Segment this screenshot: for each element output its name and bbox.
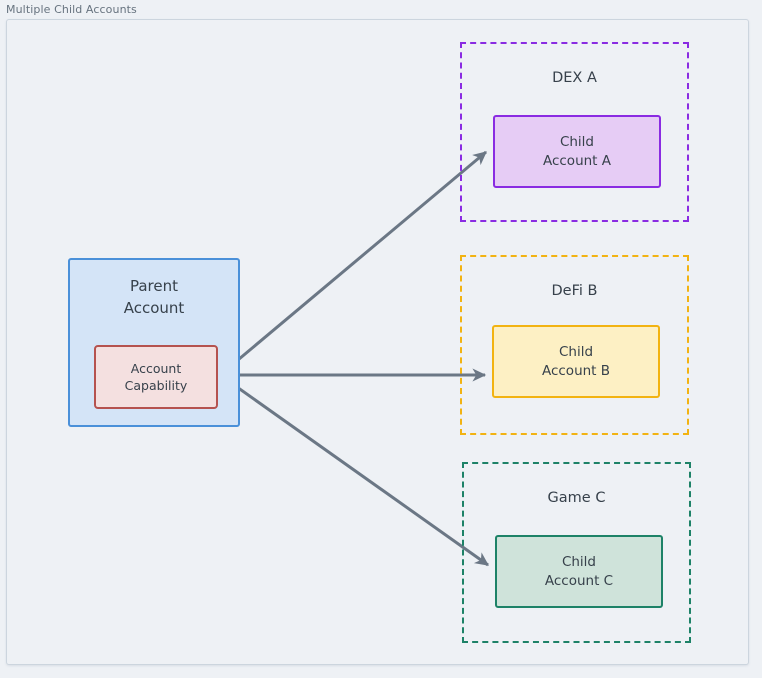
parent-account-node[interactable]: Parent Account Account Capability <box>68 258 240 427</box>
account-capability-label: Account Capability <box>124 360 188 393</box>
group-dex-a-title: DEX A <box>552 70 597 86</box>
child-account-c-node[interactable]: Child Account C <box>495 535 663 608</box>
child-account-a-label: Child Account A <box>542 133 612 169</box>
group-dex-a[interactable]: DEX A <box>460 42 689 222</box>
parent-account-label: Parent Account <box>123 277 185 317</box>
child-account-c-label: Child Account C <box>544 553 614 589</box>
group-defi-b[interactable]: DeFi B <box>460 255 689 435</box>
child-account-a-node[interactable]: Child Account A <box>493 115 661 188</box>
account-capability-node[interactable]: Account Capability <box>94 345 218 409</box>
child-account-b-label: Child Account B <box>541 343 611 379</box>
group-game-c-title: Game C <box>547 490 606 506</box>
child-account-b-node[interactable]: Child Account B <box>492 325 660 398</box>
diagram-title: Multiple Child Accounts <box>6 3 137 16</box>
group-defi-b-title: DeFi B <box>551 283 598 299</box>
group-game-c[interactable]: Game C <box>462 462 691 643</box>
